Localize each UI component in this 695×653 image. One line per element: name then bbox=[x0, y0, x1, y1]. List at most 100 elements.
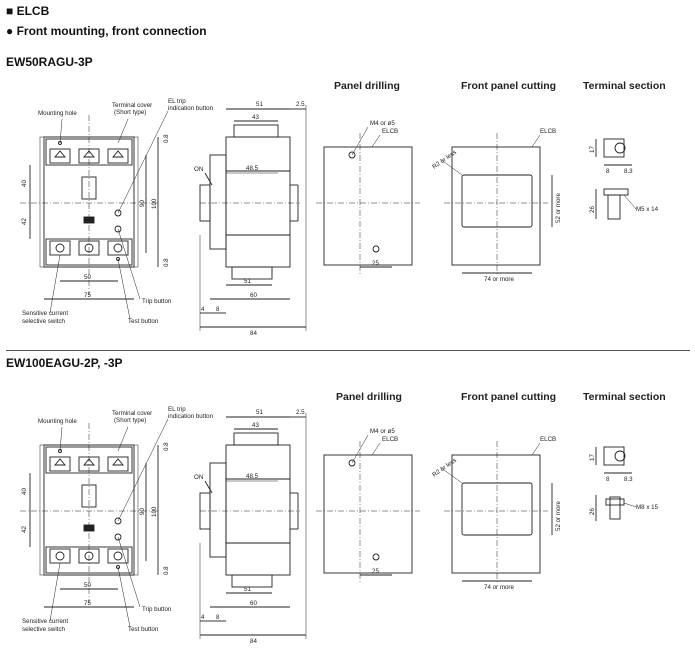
dim-17: 17 bbox=[589, 454, 596, 461]
mounting-hole-bottom bbox=[116, 257, 120, 261]
label-trip-button: Trip button bbox=[142, 298, 172, 305]
dim-42: 42 bbox=[21, 526, 28, 533]
label-indication-button: indication button bbox=[168, 105, 214, 112]
handle bbox=[81, 484, 97, 508]
dim-43: 43 bbox=[252, 114, 259, 121]
dim-100: 100 bbox=[151, 198, 158, 209]
dim-26: 26 bbox=[589, 508, 596, 515]
label-r2-or-less: R2 or less bbox=[431, 457, 458, 479]
test-button-dot bbox=[114, 533, 122, 541]
label-52-or-more: 52 or more bbox=[555, 501, 562, 531]
label-mounting-hole: Mounting hole bbox=[38, 418, 77, 425]
dim-4: 4 bbox=[201, 306, 205, 313]
label-mounting-hole: Mounting hole bbox=[38, 110, 77, 117]
terminal-section-view bbox=[595, 138, 637, 220]
label-selective-switch: selective switch bbox=[22, 318, 66, 325]
dim-17: 17 bbox=[589, 146, 596, 153]
label-elcb-drilling: ELCB bbox=[382, 436, 398, 443]
label-74-or-more: 74 or more bbox=[484, 276, 514, 283]
label-short-type: (Short type) bbox=[114, 109, 146, 116]
dim-43: 43 bbox=[252, 422, 259, 429]
label-elcb-cutting: ELCB bbox=[540, 436, 556, 443]
label-m4-or-d5: M4 or ø5 bbox=[370, 120, 395, 127]
panel-drilling-view bbox=[316, 126, 420, 275]
dim-84: 84 bbox=[250, 638, 257, 645]
mounting-hole-bottom bbox=[116, 565, 120, 569]
dim-60: 60 bbox=[250, 600, 257, 607]
dim-8-3: 8.3 bbox=[624, 476, 633, 483]
el-trip-indicator bbox=[114, 517, 122, 525]
label-el-trip: EL trip bbox=[168, 406, 186, 413]
dim-0-8-bottom: 0.8 bbox=[163, 258, 170, 267]
label-on: ON bbox=[194, 474, 203, 481]
front-panel-cutting-view bbox=[439, 133, 553, 275]
dim-75: 75 bbox=[84, 292, 91, 299]
label-r2-or-less: R2 or less bbox=[431, 149, 458, 171]
view-title-panel-drilling-1: Panel drilling bbox=[334, 80, 400, 92]
model-title-2: EW100EAGU-2P, -3P bbox=[6, 356, 123, 370]
label-screw: M5 x 14 bbox=[636, 206, 659, 213]
label-test-button: Test button bbox=[128, 626, 159, 633]
dim-8: 8 bbox=[216, 614, 220, 621]
label-trip-button: Trip button bbox=[142, 606, 172, 613]
terminal-section-view bbox=[595, 446, 637, 521]
page-title: ■ ELCB bbox=[6, 4, 50, 18]
side-view bbox=[199, 413, 307, 639]
drawing-section-1: Mounting hole Terminal cover (Short type… bbox=[20, 98, 659, 337]
dim-51: 51 bbox=[256, 409, 263, 416]
dim-90: 90 bbox=[139, 508, 146, 515]
label-sensitive-current: Sensitive current bbox=[22, 310, 68, 317]
view-title-front-panel-cutting-1: Front panel cutting bbox=[461, 80, 557, 92]
dim-84: 84 bbox=[250, 330, 257, 337]
dim-51: 51 bbox=[256, 101, 263, 108]
dim-26: 26 bbox=[589, 206, 596, 213]
drawing-section-2: Mounting hole Terminal cover (Short type… bbox=[20, 406, 659, 645]
label-terminal-cover: Terminal cover bbox=[112, 102, 152, 109]
label-74-or-more: 74 or more bbox=[484, 584, 514, 591]
dim-75: 75 bbox=[84, 600, 91, 607]
label-52-or-more: 52 or more bbox=[555, 193, 562, 223]
dim-0-8-top: 0.8 bbox=[163, 134, 170, 143]
dim-4: 4 bbox=[201, 614, 205, 621]
label-m4-or-d5: M4 or ø5 bbox=[370, 428, 395, 435]
label-sensitive-current: Sensitive current bbox=[22, 618, 68, 625]
label-el-trip: EL trip bbox=[168, 98, 186, 105]
dim-25: 25 bbox=[372, 260, 379, 267]
label-elcb-cutting: ELCB bbox=[540, 128, 556, 135]
page-subtitle: ● Front mounting, front connection bbox=[6, 24, 207, 38]
dim-8-terminal: 8 bbox=[606, 476, 610, 483]
view-title-front-panel-cutting-2: Front panel cutting bbox=[461, 391, 557, 403]
dim-2-5: 2.5 bbox=[296, 409, 305, 416]
dim-48-5: 48.5 bbox=[246, 473, 259, 480]
el-trip-indicator bbox=[114, 209, 122, 217]
dim-0-8-top: 0.8 bbox=[163, 442, 170, 451]
dim-50: 50 bbox=[84, 274, 91, 281]
dim-0-8-bottom: 0.8 bbox=[163, 566, 170, 575]
front-panel-cutting-view bbox=[439, 441, 553, 583]
dim-8-terminal: 8 bbox=[606, 168, 610, 175]
dim-50: 50 bbox=[84, 582, 91, 589]
test-button-dot bbox=[114, 225, 122, 233]
dim-8: 8 bbox=[216, 306, 220, 313]
dim-2-5: 2.5 bbox=[296, 101, 305, 108]
dim-40: 40 bbox=[21, 488, 28, 495]
label-test-button: Test button bbox=[128, 318, 159, 325]
model-title-1: EW50RAGU-3P bbox=[6, 55, 93, 69]
label-screw: M8 x 15 bbox=[636, 504, 659, 511]
label-elcb-drilling: ELCB bbox=[382, 128, 398, 135]
dim-60: 60 bbox=[250, 292, 257, 299]
label-indication-button: indication button bbox=[168, 413, 214, 420]
dim-42: 42 bbox=[21, 218, 28, 225]
label-on: ON bbox=[194, 166, 203, 173]
dim-100: 100 bbox=[151, 506, 158, 517]
label-terminal-cover: Terminal cover bbox=[112, 410, 152, 417]
view-title-terminal-section-2: Terminal section bbox=[583, 391, 666, 403]
dim-48-5: 48.5 bbox=[246, 165, 259, 172]
dim-25: 25 bbox=[372, 568, 379, 575]
handle bbox=[81, 176, 97, 200]
view-title-terminal-section-1: Terminal section bbox=[583, 80, 666, 92]
dim-8-3: 8.3 bbox=[624, 168, 633, 175]
dim-40: 40 bbox=[21, 180, 28, 187]
side-view bbox=[199, 105, 307, 331]
dim-51b: 51 bbox=[244, 278, 251, 285]
